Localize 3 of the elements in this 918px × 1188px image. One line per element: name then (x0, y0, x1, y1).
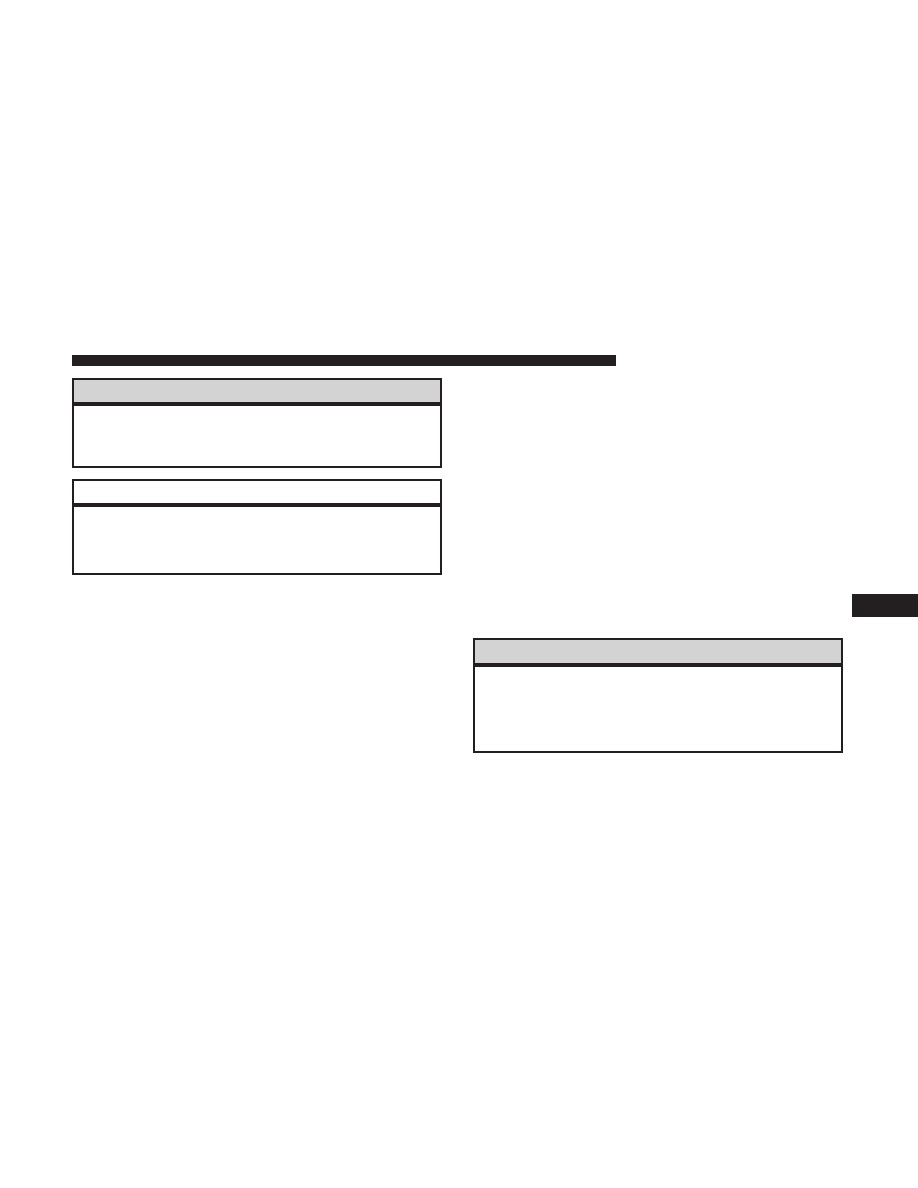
notice-box (72, 479, 442, 575)
notice-box (473, 638, 843, 753)
notice-box (72, 378, 442, 468)
